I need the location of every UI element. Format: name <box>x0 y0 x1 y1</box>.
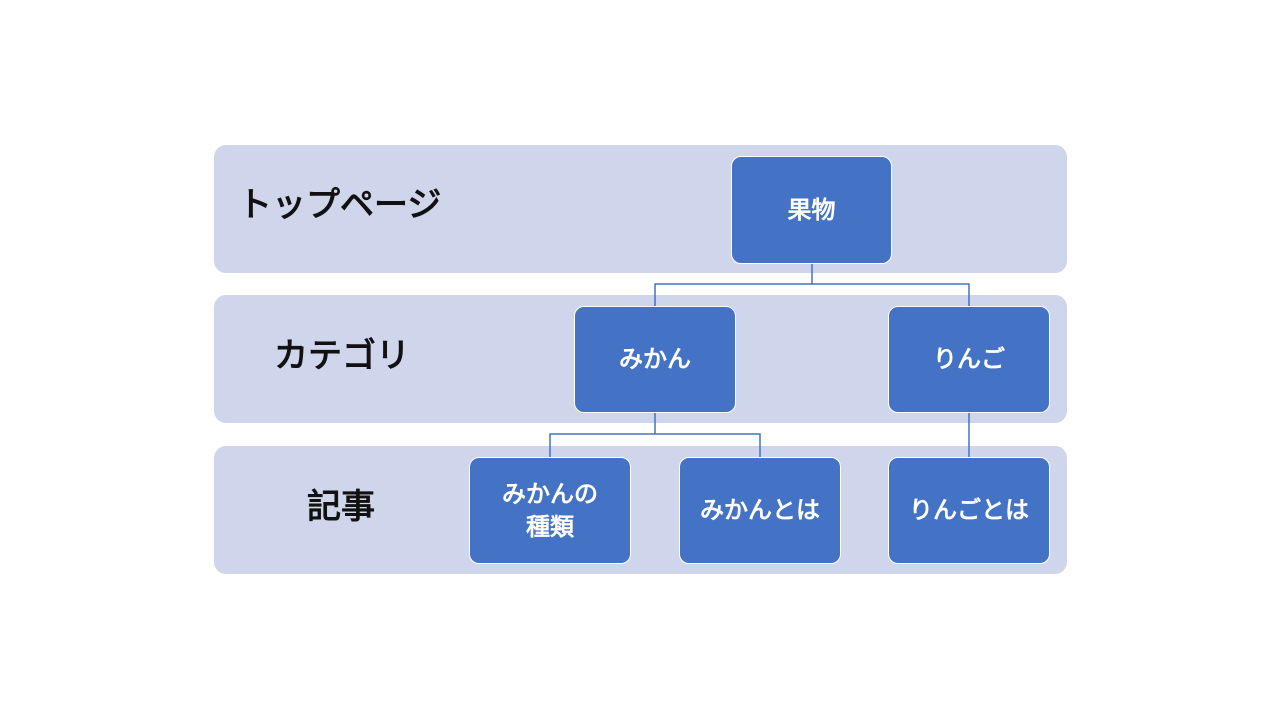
node-ringo-about: りんごとは <box>888 457 1050 564</box>
level-label-category: カテゴリ <box>274 336 410 376</box>
node-ringo: りんご <box>888 306 1050 413</box>
node-mikan-types: みかんの 種類 <box>469 457 631 564</box>
node-mikan: みかん <box>574 306 736 413</box>
level-label-top: トップページ <box>238 185 442 225</box>
level-label-article: 記事 <box>307 487 375 527</box>
connector-mikan-branch <box>549 433 761 457</box>
node-fruit: 果物 <box>731 156 892 264</box>
connector-root-branch <box>654 283 970 306</box>
level-band-top <box>214 145 1067 273</box>
node-mikan-about: みかんとは <box>679 457 841 564</box>
